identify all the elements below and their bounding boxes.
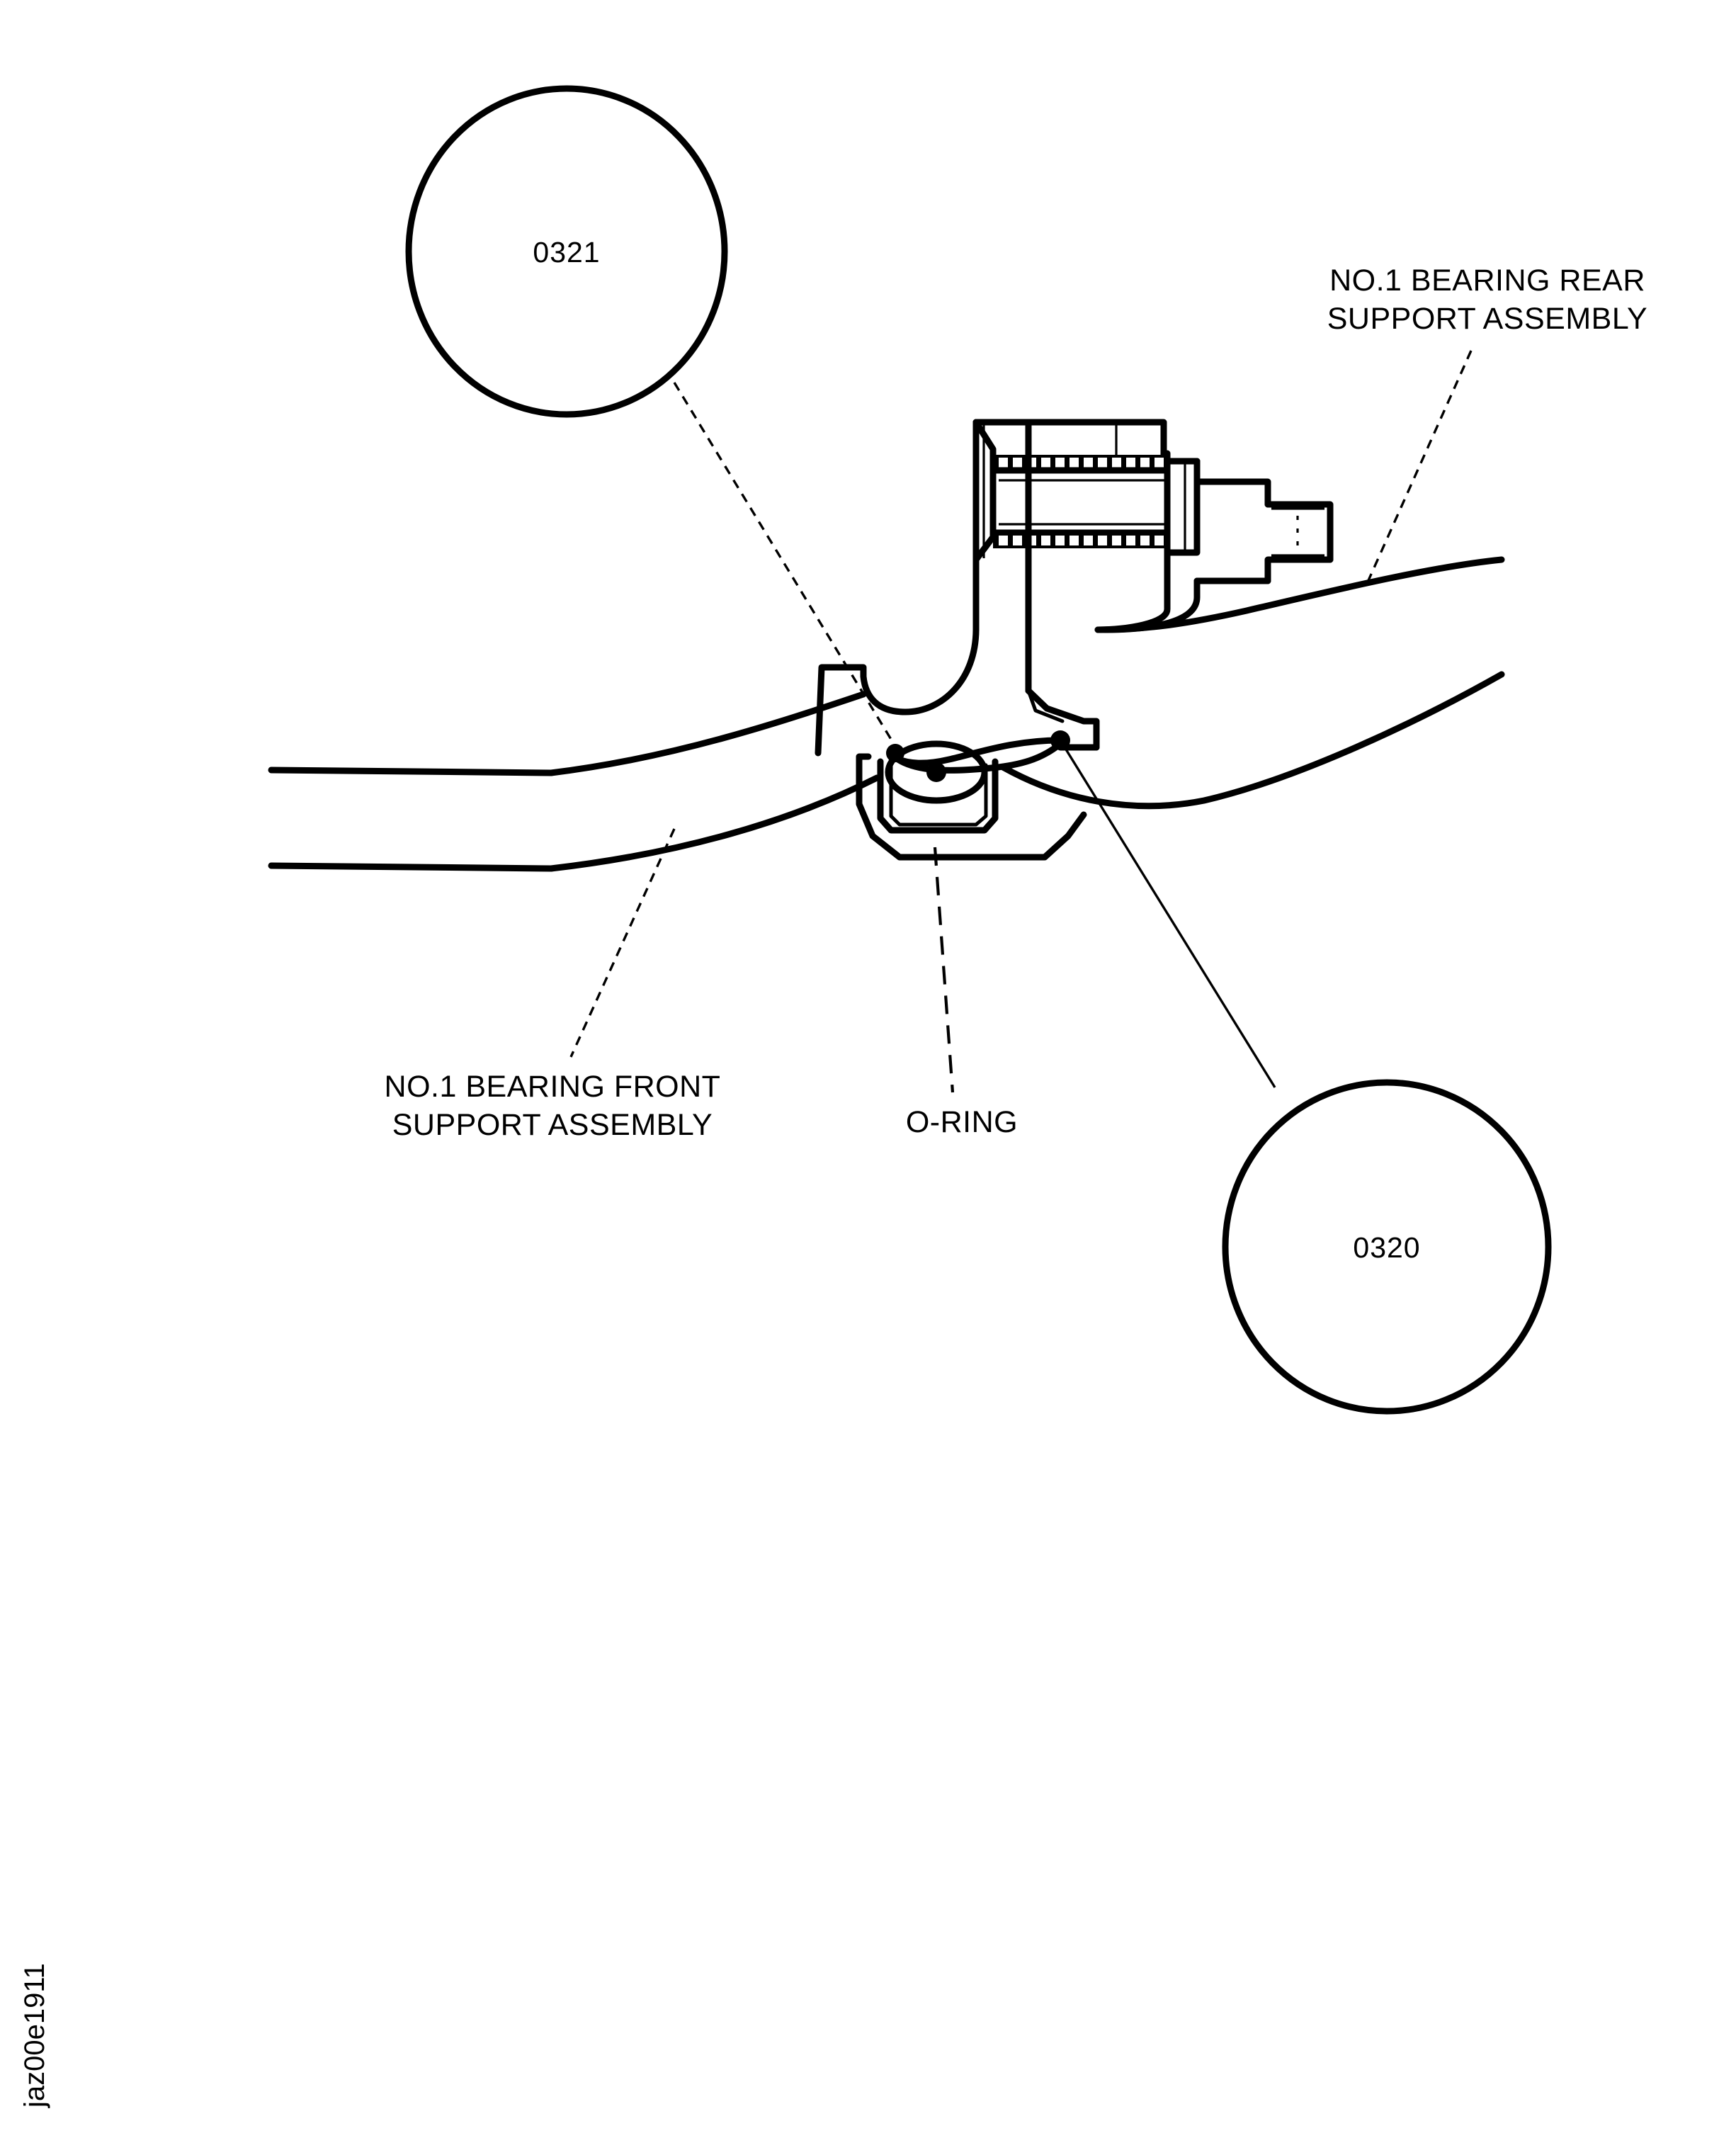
balloon-0321-label: 0321 (533, 236, 600, 268)
lower-thread-band-base (993, 533, 1167, 548)
leader-line-0320 (1059, 740, 1276, 1088)
callout-o-ring: O-RING (906, 1105, 1018, 1139)
collar-right-wall (1164, 458, 1201, 556)
bolt-stem-fillet-inner (1094, 584, 1171, 633)
lower-thread-teeth (999, 536, 1164, 545)
balloon-0320[interactable]: 0320 (1222, 1079, 1552, 1415)
o-ring-pocket-outline (877, 758, 999, 834)
leader-node-dot-front (886, 744, 904, 762)
leader-node-dot-rear (1050, 730, 1070, 750)
front-support-housing-contours (268, 691, 880, 872)
o-ring-section (885, 740, 988, 804)
leader-line-0321 (673, 382, 900, 752)
balloon-0321[interactable]: 0321 (405, 85, 728, 418)
support-base-block-outline (856, 753, 1087, 861)
callout-o-ring-label: O-RING (906, 1105, 1018, 1139)
callout-front-support-line1: NO.1 BEARING FRONT (385, 1070, 721, 1104)
o-ring-center-dot (926, 762, 946, 782)
balloon-0320-label: 0320 (1353, 1231, 1420, 1264)
balloon-0321-circle[interactable] (405, 85, 728, 418)
front-housing-lower-curve (548, 774, 880, 872)
nut-step-top (1264, 501, 1334, 563)
callout-front-support-line2: SUPPORT ASSEMBLY (392, 1108, 713, 1142)
support-shoulder-inner-line (1026, 689, 1065, 723)
callout-rear-support-line1: NO.1 BEARING REAR (1329, 264, 1645, 298)
front-housing-upper-line (268, 767, 555, 776)
figure-code-text: jaz00e1911 (19, 1963, 50, 2108)
callout-front-support: NO.1 BEARING FRONT SUPPORT ASSEMBLY (385, 1070, 721, 1142)
leader-line-o-ring (933, 847, 955, 1093)
leader-lines-group (569, 350, 1473, 1093)
callout-rear-support: NO.1 BEARING REAR SUPPORT ASSEMBLY (1327, 264, 1648, 336)
support-column-left-fillet (815, 626, 980, 757)
upper-thread-band-base (993, 455, 1167, 470)
o-ring-pocket-inner (889, 763, 988, 827)
figure-code-group: jaz00e1911 (19, 1963, 50, 2108)
front-housing-upper-curve (548, 691, 867, 776)
front-housing-lower-line (268, 862, 555, 872)
leader-line-front-support (569, 828, 676, 1058)
callout-rear-support-line2: SUPPORT ASSEMBLY (1327, 302, 1648, 336)
balloon-0320-circle[interactable] (1222, 1079, 1552, 1415)
rear-housing-lower-curve (999, 671, 1505, 810)
nut-step-bottom (1264, 556, 1334, 584)
bearing-retaining-bolt-assembly (972, 419, 1334, 633)
support-shoulder-step (1025, 687, 1100, 751)
support-flange-curve-bottom (890, 740, 1064, 774)
leader-line-rear-support (1365, 350, 1473, 586)
washer-top-edge (1193, 478, 1271, 508)
bearing-support-body (815, 419, 1100, 861)
